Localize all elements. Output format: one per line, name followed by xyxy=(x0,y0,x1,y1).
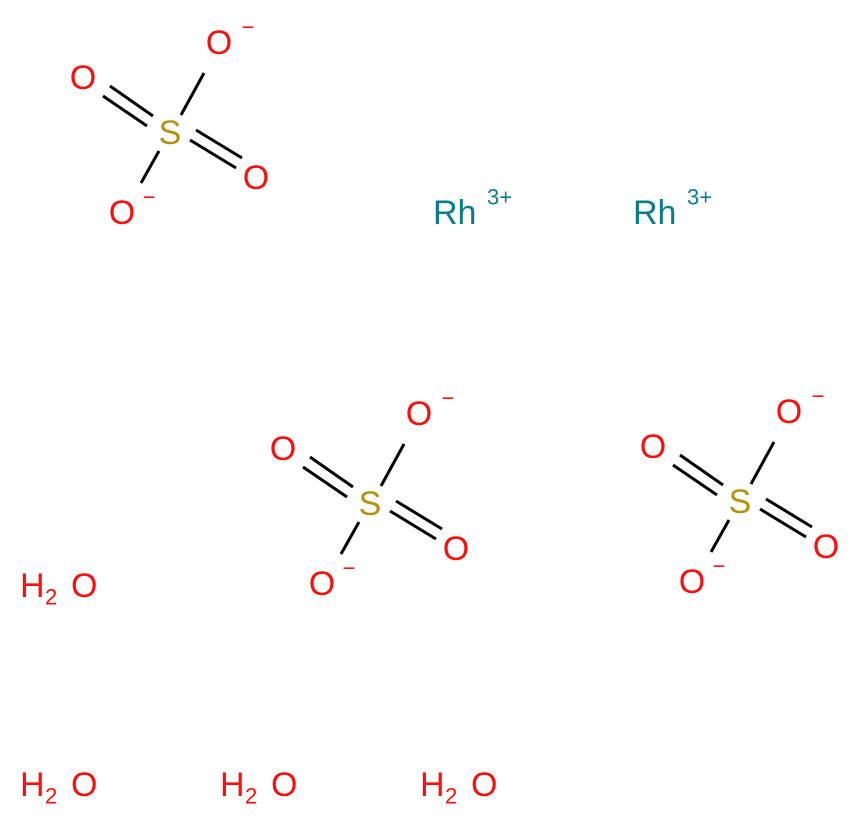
rhodium-atom: Rh xyxy=(633,194,676,232)
bond-s-o-left-b xyxy=(672,463,718,497)
bond-s-o-left-a xyxy=(309,455,354,489)
oxygen-atom: O xyxy=(406,395,432,433)
hydrogen-atom: H xyxy=(420,766,445,804)
hydrogen-atom: H xyxy=(20,567,45,605)
oxygen-atom: O xyxy=(309,565,335,603)
bond-s-o-right-b xyxy=(195,128,243,160)
rhodium-ion-1: Rh 3+ xyxy=(433,185,512,233)
water-molecule-2: H 2 O xyxy=(20,766,97,809)
oxygen-atom: O xyxy=(243,159,269,197)
oxygen-atom: O xyxy=(270,430,296,468)
oxygen-atom: O xyxy=(271,766,297,804)
oxygen-atom: O xyxy=(776,393,802,431)
negative-charge: − xyxy=(343,556,356,581)
bond-s-o-bottom xyxy=(339,521,361,555)
bond-s-o-right-b xyxy=(395,499,443,531)
sulfate-ion-1: S O − O O O − xyxy=(70,15,269,233)
negative-charge: − xyxy=(812,384,825,409)
oxygen-atom: O xyxy=(443,530,469,568)
oxygen-atom: O xyxy=(70,59,96,97)
bond-s-o-left-b xyxy=(302,465,348,499)
bond-s-o-top xyxy=(379,443,406,487)
bond-s-o-right-a xyxy=(759,507,807,539)
subscript-2: 2 xyxy=(45,585,57,610)
rhodium-charge: 3+ xyxy=(487,185,512,210)
bond-s-o-left-a xyxy=(109,84,154,118)
oxygen-atom: O xyxy=(640,428,666,466)
bond-s-o-top xyxy=(749,441,776,485)
bond-s-o-bottom xyxy=(709,519,731,553)
bond-s-o-top xyxy=(179,72,206,116)
sulfur-atom: S xyxy=(729,483,752,521)
bond-s-o-right-a xyxy=(189,138,237,170)
negative-charge: − xyxy=(442,386,455,411)
subscript-2: 2 xyxy=(245,784,257,809)
subscript-2: 2 xyxy=(445,784,457,809)
negative-charge: − xyxy=(713,554,726,579)
sulfur-atom: S xyxy=(159,114,182,152)
rhodium-atom: Rh xyxy=(433,194,476,232)
oxygen-atom: O xyxy=(813,528,839,566)
bond-s-o-left-a xyxy=(679,453,724,487)
sulfate-ion-3: S O − O O O − xyxy=(640,384,839,602)
subscript-2: 2 xyxy=(45,784,57,809)
water-molecule-1: H 2 O xyxy=(20,567,97,610)
bond-s-o-bottom xyxy=(139,150,161,184)
bond-s-o-left-b xyxy=(102,94,148,128)
negative-charge: − xyxy=(143,185,156,210)
bond-s-o-right-a xyxy=(389,509,437,541)
negative-charge: − xyxy=(242,15,255,40)
oxygen-atom: O xyxy=(206,24,232,62)
hydrogen-atom: H xyxy=(20,766,45,804)
oxygen-atom: O xyxy=(471,766,497,804)
rhodium-ion-2: Rh 3+ xyxy=(633,185,712,233)
oxygen-atom: O xyxy=(71,567,97,605)
rhodium-charge: 3+ xyxy=(687,185,712,210)
water-molecule-4: H 2 O xyxy=(420,766,497,809)
oxygen-atom: O xyxy=(109,194,135,232)
sulfur-atom: S xyxy=(359,485,382,523)
oxygen-atom: O xyxy=(71,766,97,804)
sulfate-ion-2: S O − O O O − xyxy=(270,386,469,604)
water-molecule-3: H 2 O xyxy=(220,766,297,809)
oxygen-atom: O xyxy=(679,563,705,601)
hydrogen-atom: H xyxy=(220,766,245,804)
bond-s-o-right-b xyxy=(765,497,813,529)
